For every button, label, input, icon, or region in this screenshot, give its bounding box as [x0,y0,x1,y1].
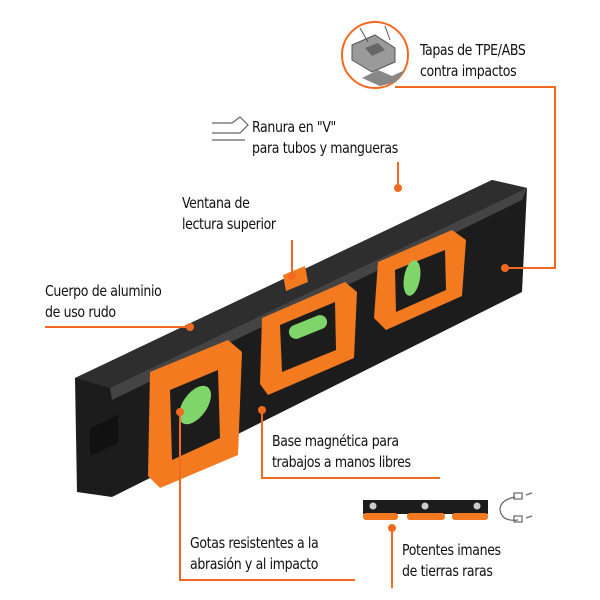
caps-label-line1: Tapas de TPE/ABS [420,41,526,59]
groove-label-line2: para tubos y mangueras [252,139,398,157]
v-groove-icon [212,116,249,141]
groove-label-line1: Ranura en "V" [252,118,336,136]
magnets-label-line1: Potentes imanes [402,541,501,559]
base-label-line2: trabajos a manos libres [272,453,411,471]
caps-label: Tapas de TPE/ABS contra impactos [420,40,526,82]
window-label-line2: lectura superior [182,215,276,233]
vials-label-line1: Gotas resistentes a la [190,534,319,552]
bubble-vial-icon [179,385,211,425]
right-vial-insert [374,230,466,330]
base-label: Base magnética para trabajos a manos lib… [272,431,411,473]
vials-label-line2: abrasión y al impacto [190,555,319,573]
left-vial-insert [148,340,242,488]
window-label: Ventana de lectura superior [182,193,276,235]
vials-label: Gotas resistentes a la abrasión y al imp… [190,533,319,575]
window-label-line1: Ventana de [182,194,250,212]
magnet-icon [499,492,533,523]
impact-cap-icon [351,25,405,86]
body-label-line1: Cuerpo de aluminio [45,282,162,300]
bubble-vial-icon [288,315,328,339]
magnets-label-line2: de tierras raras [402,562,493,580]
caps-label-line2: contra impactos [420,62,517,80]
body-label-line2: de uso rudo [45,303,116,321]
callout-dots [176,184,509,532]
body-label: Cuerpo de aluminio de uso rudo [45,281,162,323]
base-label-line1: Base magnética para [272,432,399,450]
groove-label: Ranura en "V" para tubos y mangueras [252,117,398,159]
center-vial-insert [260,282,357,395]
magnets-label: Potentes imanes de tierras raras [402,540,501,582]
top-reading-window [283,266,308,291]
magnet-strip [363,500,488,520]
bubble-vial-icon [403,260,421,296]
callout-lines [45,21,556,588]
